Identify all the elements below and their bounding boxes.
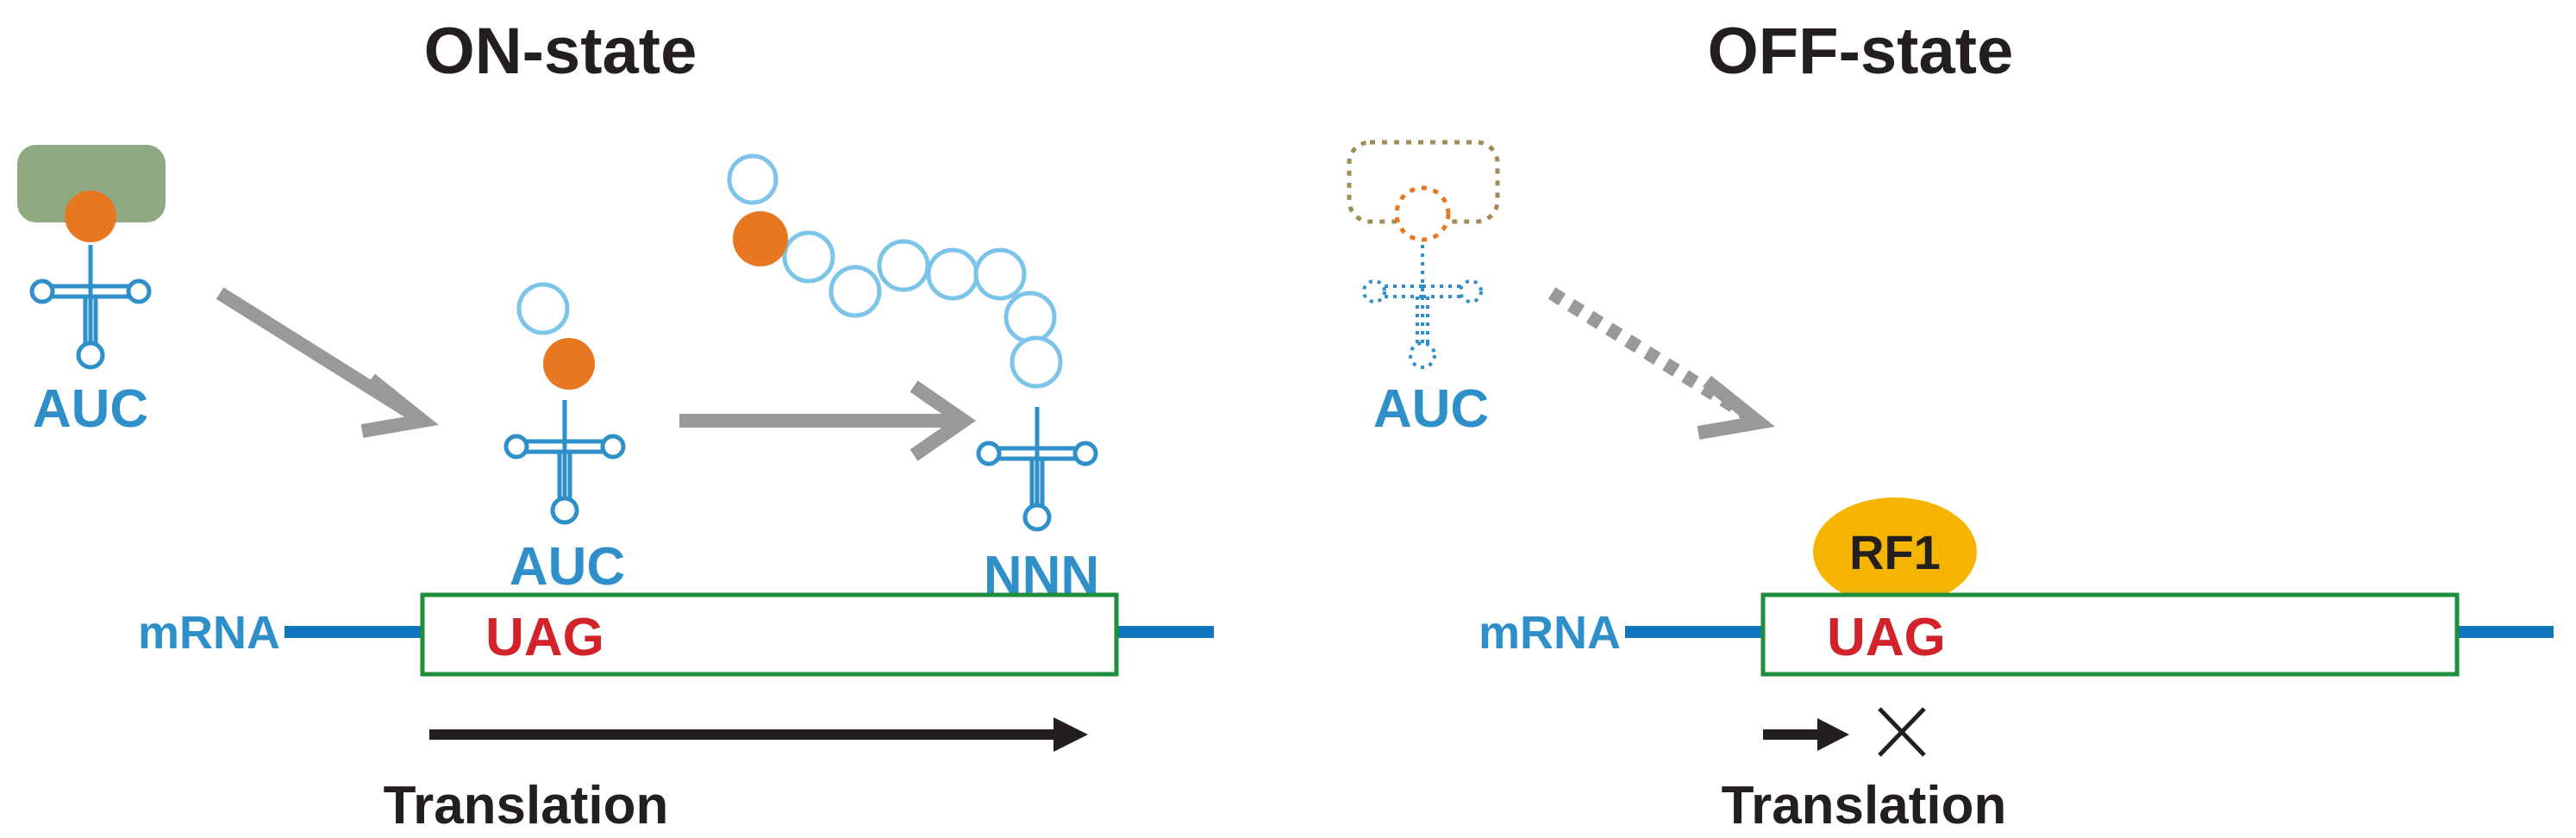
peptide-residue (973, 247, 1027, 301)
coding-region-box-off (1760, 592, 2460, 677)
on-state-panel: ON-state AUC AUC (17, 15, 1214, 835)
absent-amino-acid (1394, 185, 1451, 242)
absent-synthetase-complex: AUC (1347, 140, 1500, 439)
free-trna-off (1362, 243, 1483, 369)
delivery-arrow-on (216, 287, 439, 438)
bound-trna-anticodon-on: AUC (510, 537, 625, 597)
off-state-panel: OFF-state AUC RF1 mRNA UAG (1347, 15, 2554, 835)
free-trna-anticodon-off: AUC (1373, 379, 1489, 439)
coding-region-box-on (420, 592, 1119, 677)
stop-codon-on: UAG (485, 608, 604, 667)
peptide-residue (1004, 291, 1057, 344)
peptide-residue-1 (516, 282, 570, 335)
elongation-arrow-on (679, 380, 977, 461)
on-state-title: ON-state (424, 15, 697, 88)
mrna-label-on: mRNA (138, 607, 280, 659)
peptide-residue (727, 153, 778, 205)
peptide-residue (877, 239, 930, 292)
absent-synthetase-enzyme (1347, 140, 1500, 224)
translation-arrow-off (1763, 718, 1849, 751)
translation-label-on: Translation (384, 776, 669, 835)
release-factor-rf1: RF1 (1813, 497, 1977, 606)
free-trna-anticodon-on: AUC (33, 379, 148, 439)
mrna-on: mRNA UAG (138, 592, 1214, 677)
amino-acid-on-synthetase (65, 191, 116, 242)
peptide-residue (926, 247, 979, 301)
free-trna-on (32, 245, 149, 367)
peptide-residue (782, 230, 835, 284)
translation-arrow-on (429, 717, 1088, 752)
mrna-off: mRNA UAG (1479, 592, 2554, 677)
translation-label-off: Translation (1722, 776, 2007, 835)
mrna-label-off: mRNA (1479, 607, 1621, 659)
rf1-label: RF1 (1849, 525, 1941, 579)
amino-acid-on-trna (543, 338, 595, 390)
off-state-title: OFF-state (1708, 15, 2014, 88)
peptide-chain (727, 153, 1063, 389)
termination-cross-icon (1878, 707, 1926, 757)
decoding-trna: AUC (506, 282, 625, 597)
next-trna (979, 407, 1096, 529)
blocked-delivery-arrow (1547, 287, 1775, 440)
incorporated-amino-acid (733, 211, 788, 266)
synthetase-complex: AUC (17, 145, 166, 439)
stop-codon-off: UAG (1827, 608, 1946, 667)
synthetase-enzyme (17, 145, 166, 222)
peptide-residue (1010, 335, 1063, 389)
peptide-residue (828, 265, 882, 318)
